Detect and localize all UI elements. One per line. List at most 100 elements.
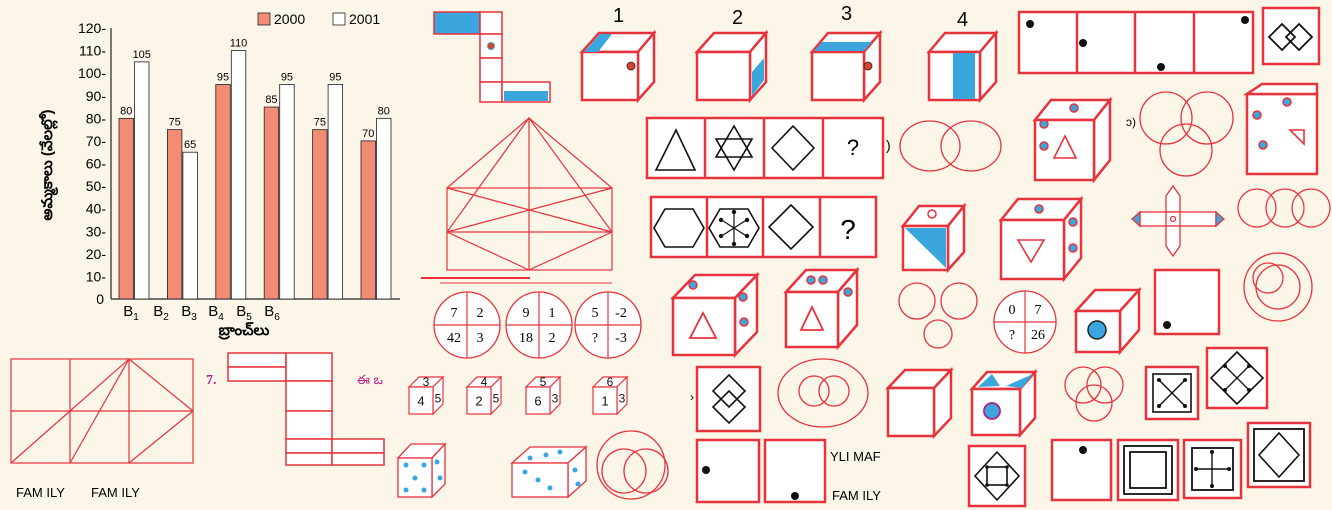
bar-value-label: 70	[362, 128, 374, 140]
y-tick-label: 30-	[86, 223, 107, 239]
net-face-blue-top	[433, 11, 481, 35]
y-tick-label: 100-	[78, 65, 106, 81]
cube-half-blue	[900, 202, 967, 274]
option-number-3: 3	[841, 3, 852, 25]
die-side-number: 5	[493, 392, 500, 406]
net-face	[479, 57, 503, 83]
mirror-text-2: FAM ILY	[91, 485, 140, 500]
option-cube-3	[809, 29, 883, 104]
x-tick-label: B3	[181, 303, 197, 323]
venn-two-circles	[899, 120, 1002, 172]
cube-blue-triangles	[969, 368, 1038, 439]
circle-puzzle-cell: ?	[1009, 328, 1015, 343]
question-mark: ?	[847, 135, 859, 160]
nested-circles	[1243, 252, 1313, 322]
bar-value-label: 95	[329, 71, 341, 83]
fragment-telugu: ఈ ఒ	[357, 372, 384, 387]
bar-value-label: 80	[378, 105, 390, 117]
y-tick-label: 10-	[86, 268, 107, 284]
cube-plain	[885, 366, 954, 440]
bar-value-label: 75	[314, 117, 326, 129]
die-front-number: 1	[601, 394, 608, 409]
y-tick-label: 110-	[79, 43, 106, 59]
dot-box-left	[695, 438, 761, 504]
option-number-1: 1	[613, 5, 624, 27]
bar-2000-B6	[360, 140, 376, 300]
die-top-number: 6	[607, 375, 614, 389]
die-side-number: 3	[552, 392, 559, 406]
circle-puzzle-cell: 7	[451, 306, 458, 321]
bar-2001-B3	[230, 50, 247, 300]
bar-value-label: 95	[281, 71, 293, 83]
dot-sequence-strip	[1017, 10, 1255, 75]
die-side-number: 5	[435, 392, 442, 406]
net-face	[479, 11, 503, 35]
l-shape-blocks	[227, 352, 385, 466]
option-number-2: 2	[732, 7, 743, 29]
cube-net-figure	[433, 11, 551, 103]
rectangle-triangle-figure	[10, 358, 194, 464]
pyramid-figure	[421, 116, 613, 284]
bar-value-label: 65	[184, 139, 196, 151]
die-front-number: 6	[534, 394, 541, 409]
mirror-text-3: YLI MAF	[830, 449, 881, 464]
fragment-bracket: ›	[690, 390, 694, 404]
cube-inverted-triangle	[998, 195, 1084, 283]
die-dots-2	[510, 445, 588, 499]
die-top-number: 5	[540, 375, 547, 389]
legend-label-2000: 2000	[274, 11, 305, 27]
y-axis-label: అమ్మకాలు (వేలల్లో)	[38, 109, 59, 220]
bar-value-label: 80	[120, 105, 132, 117]
venn-three-circles-top	[1139, 91, 1234, 177]
circle-puzzle-cell: -2	[615, 306, 627, 321]
fragment-paren: )	[886, 137, 891, 153]
circle-puzzle-cell: 18	[519, 331, 533, 346]
circle-puzzle-cell: ?	[592, 331, 598, 346]
bar-value-label: 85	[265, 94, 277, 106]
mirror-text-5: FAM ILY	[832, 488, 881, 503]
option-cube-4	[926, 29, 999, 104]
diamond-square-box	[967, 444, 1027, 508]
shape-series-2: ?	[649, 195, 878, 259]
circle-puzzle-cell: 1	[549, 306, 556, 321]
circles-bottom-center	[596, 430, 669, 500]
double-diamond-box	[695, 365, 762, 433]
dot-box-bottom	[1050, 438, 1113, 502]
cube-options: 1 2 3 4	[579, 3, 999, 104]
cross-arrow-figure	[1131, 184, 1225, 258]
y-tick-label: 60-	[86, 156, 107, 172]
x-tick-label: B4	[208, 303, 224, 323]
diamond-x-box	[1205, 346, 1269, 410]
x-tick-label: B5	[236, 303, 252, 323]
bar-2000-B2	[166, 129, 183, 300]
question-number: 7.	[206, 373, 217, 388]
circle-puzzle-cell: -3	[615, 331, 627, 346]
dot-box-right	[763, 438, 827, 504]
y-tick-label: 120-	[78, 20, 106, 36]
circle-puzzle-cell: 5	[592, 306, 599, 321]
bar-2001-B1	[134, 61, 150, 300]
cube-dots-right	[1032, 96, 1113, 184]
legend-swatch-2000	[257, 12, 271, 26]
y-tick-label: 80-	[86, 110, 107, 126]
y-axis-ticks: 010-20-30-40-50-60-70-80-90-100-110-120-	[78, 20, 106, 307]
x-square-box	[1144, 365, 1200, 421]
die-top-number: 4	[481, 375, 488, 389]
y-tick-label: 40-	[86, 201, 107, 217]
net-face-blue-bottom	[504, 91, 548, 101]
die-front-number: 4	[417, 394, 424, 409]
bar-2001-B5	[327, 84, 344, 300]
x-tick-label: B2	[153, 303, 169, 323]
circle-puzzle-cell: 3	[477, 331, 484, 346]
net-dot	[487, 42, 495, 50]
option-number-4: 4	[957, 9, 968, 31]
